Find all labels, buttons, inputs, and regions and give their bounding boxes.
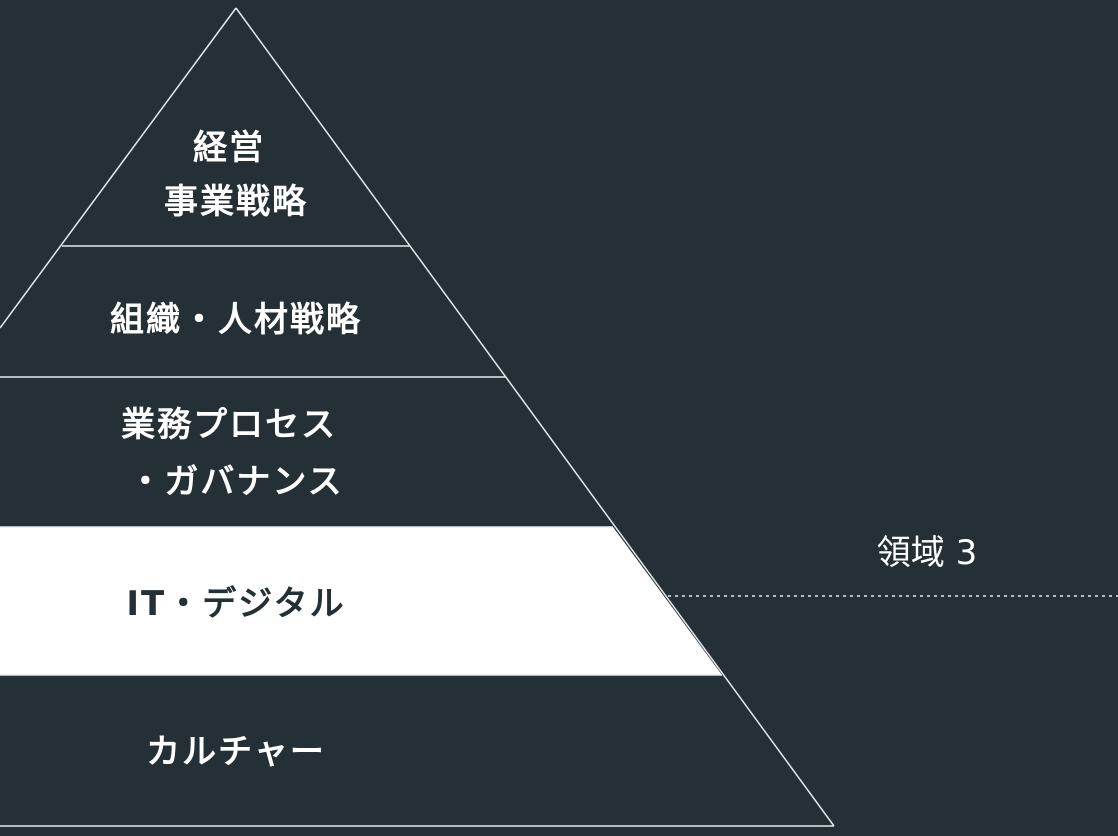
callout-label: 領域 3 — [877, 533, 977, 573]
tier-highlight-band — [0, 527, 722, 675]
tier-5-line-1: カルチャー — [146, 732, 326, 772]
tier-1-line-1: 経営 — [193, 128, 265, 168]
tier-3-line-2: ・ガバナンス — [128, 462, 343, 502]
tier-1-line-2: 事業戦略 — [164, 182, 308, 222]
pyramid-right-edge — [235, 7, 835, 827]
tier-3-label: 業務プロセス ・ガバナンス — [121, 405, 351, 502]
pyramid-left-edge — [0, 7, 237, 329]
tier-5-label: カルチャー — [146, 732, 326, 772]
tier-2-line-1: 組織・人材戦略 — [110, 300, 362, 340]
tier-4-label: IT・デジタル — [126, 584, 345, 624]
tier-2-label: 組織・人材戦略 — [110, 300, 362, 340]
tier-3-line-1: 業務プロセス — [121, 405, 337, 445]
tier-4-line-1: IT・デジタル — [126, 584, 345, 624]
tier-1-label: 経営 事業戦略 — [164, 128, 308, 222]
